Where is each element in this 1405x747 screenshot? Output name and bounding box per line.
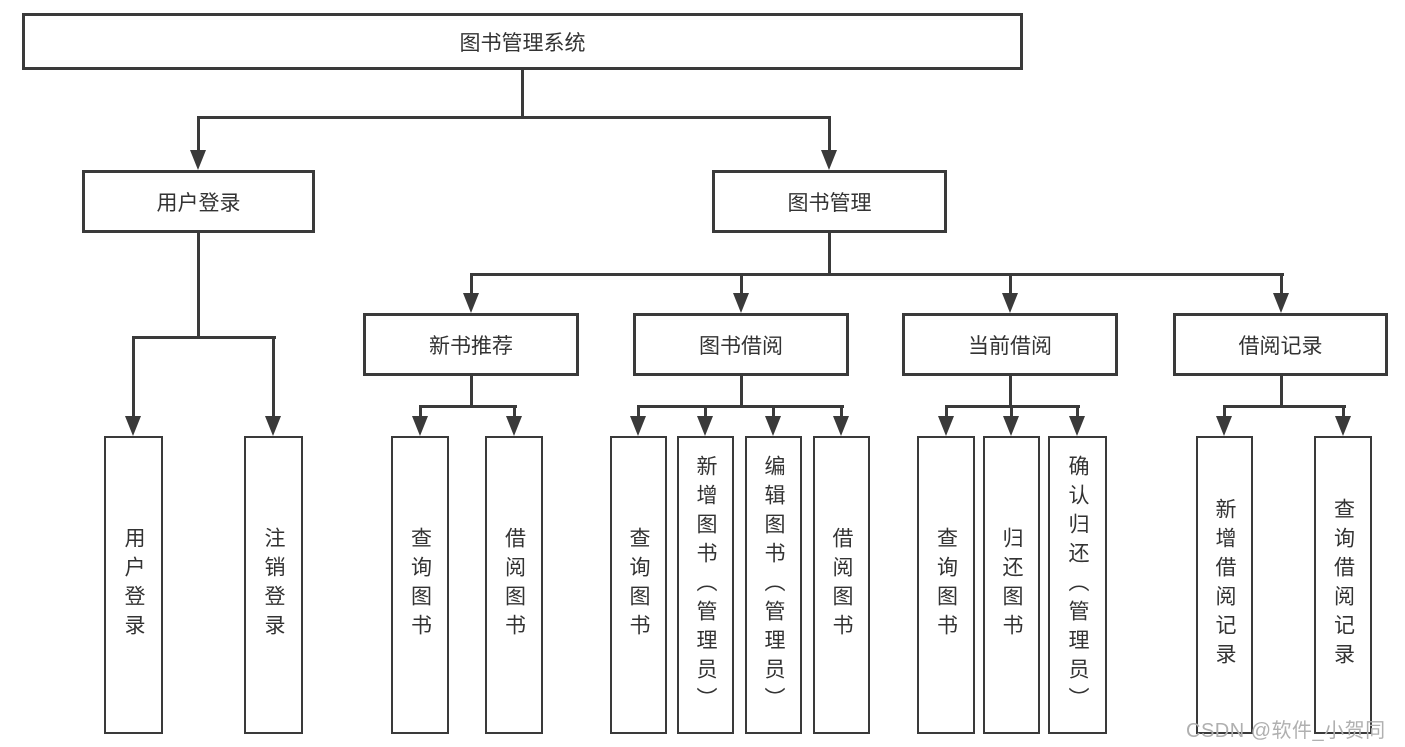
arrow-down-icon	[506, 416, 522, 436]
node-book-management-label: 图书管理	[787, 191, 872, 215]
connector-line	[637, 405, 844, 408]
leaf-user-login: 用户登录	[104, 436, 163, 734]
arrow-down-icon	[463, 293, 479, 313]
connector-line	[740, 273, 743, 297]
leaf-borrow-books-2-label: 借阅图书	[830, 527, 853, 643]
leaf-query-books-3-label: 查询图书	[934, 527, 958, 643]
arrow-down-icon	[1335, 416, 1351, 436]
connector-line	[772, 405, 775, 420]
connector-line	[132, 336, 276, 339]
node-current-borrow-label: 当前借阅	[968, 334, 1052, 358]
leaf-user-login-label: 用户登录	[122, 527, 145, 643]
connector-line	[470, 376, 473, 408]
csdn-watermark: CSDN @软件_小贺同学	[1186, 720, 1386, 742]
connector-line	[1223, 405, 1346, 408]
node-new-book-recommend-label: 新书推荐	[429, 334, 513, 358]
leaf-query-books-1-label: 查询图书	[408, 527, 432, 643]
connector-line	[470, 273, 1284, 276]
arrow-down-icon	[1002, 293, 1018, 313]
connector-line	[740, 376, 743, 408]
connector-line	[272, 336, 275, 420]
leaf-confirm-return-admin: 确认归还（管理员）	[1048, 436, 1107, 734]
connector-line	[1342, 405, 1345, 420]
root-node-label: 图书管理系统	[459, 31, 586, 55]
arrow-down-icon	[821, 150, 837, 170]
connector-line	[637, 405, 640, 420]
leaf-query-books-1: 查询图书	[391, 436, 449, 734]
connector-line	[1010, 405, 1013, 420]
leaf-borrow-books-2: 借阅图书	[813, 436, 870, 734]
connector-line	[132, 336, 135, 420]
arrow-down-icon	[630, 416, 646, 436]
leaf-edit-book-admin-label: 编辑图书（管理员）	[762, 454, 785, 716]
leaf-return-book-label: 归还图书	[1000, 527, 1023, 643]
connector-line	[828, 233, 831, 276]
leaf-borrow-books-1: 借阅图书	[485, 436, 543, 734]
connector-line	[1280, 376, 1283, 408]
arrow-down-icon	[1216, 416, 1232, 436]
leaf-borrow-books-1-label: 借阅图书	[502, 527, 526, 643]
connector-line	[197, 233, 200, 339]
arrow-down-icon	[833, 416, 849, 436]
connector-line	[197, 116, 200, 154]
connector-line	[419, 405, 422, 420]
node-book-management: 图书管理	[712, 170, 947, 233]
connector-line	[1076, 405, 1079, 420]
leaf-query-books-3: 查询图书	[917, 436, 975, 734]
arrow-down-icon	[412, 416, 428, 436]
connector-line	[1280, 273, 1283, 297]
connector-line	[1223, 405, 1226, 420]
node-new-book-recommend: 新书推荐	[363, 313, 579, 376]
connector-line	[828, 116, 831, 153]
connector-line	[840, 405, 843, 420]
arrow-down-icon	[265, 416, 281, 436]
node-book-borrow-label: 图书借阅	[699, 334, 783, 358]
node-current-borrow: 当前借阅	[902, 313, 1118, 376]
connector-line	[945, 405, 948, 420]
node-user-login: 用户登录	[82, 170, 315, 233]
leaf-query-borrow-record: 查询借阅记录	[1314, 436, 1372, 734]
arrow-down-icon	[190, 150, 206, 170]
leaf-logout-label: 注销登录	[262, 527, 285, 643]
arrow-down-icon	[938, 416, 954, 436]
leaf-logout: 注销登录	[244, 436, 303, 734]
connector-line	[197, 116, 831, 119]
arrow-down-icon	[697, 416, 713, 436]
connector-line	[419, 405, 517, 408]
leaf-query-books-2-label: 查询图书	[627, 527, 650, 643]
connector-line	[513, 405, 516, 420]
arrow-down-icon	[765, 416, 781, 436]
root-node: 图书管理系统	[22, 13, 1023, 70]
node-borrow-records-label: 借阅记录	[1238, 334, 1323, 358]
connector-line	[704, 405, 707, 420]
leaf-add-borrow-record: 新增借阅记录	[1196, 436, 1253, 734]
leaf-add-book-admin: 新增图书（管理员）	[677, 436, 734, 734]
arrow-down-icon	[733, 293, 749, 313]
leaf-add-borrow-record-label: 新增借阅记录	[1213, 498, 1236, 672]
node-book-borrow: 图书借阅	[633, 313, 849, 376]
leaf-return-book: 归还图书	[983, 436, 1040, 734]
connector-line	[470, 273, 473, 297]
arrow-down-icon	[125, 416, 141, 436]
leaf-query-borrow-record-label: 查询借阅记录	[1331, 498, 1355, 672]
connector-line	[1009, 273, 1012, 297]
arrow-down-icon	[1069, 416, 1085, 436]
node-user-login-label: 用户登录	[156, 191, 241, 215]
leaf-query-books-2: 查询图书	[610, 436, 667, 734]
arrow-down-icon	[1273, 293, 1289, 313]
arrow-down-icon	[1003, 416, 1019, 436]
leaf-confirm-return-admin-label: 确认归还（管理员）	[1066, 454, 1089, 716]
connector-line	[1009, 376, 1012, 408]
connector-line	[521, 69, 524, 118]
leaf-add-book-admin-label: 新增图书（管理员）	[694, 454, 717, 716]
node-borrow-records: 借阅记录	[1173, 313, 1388, 376]
leaf-edit-book-admin: 编辑图书（管理员）	[745, 436, 802, 734]
